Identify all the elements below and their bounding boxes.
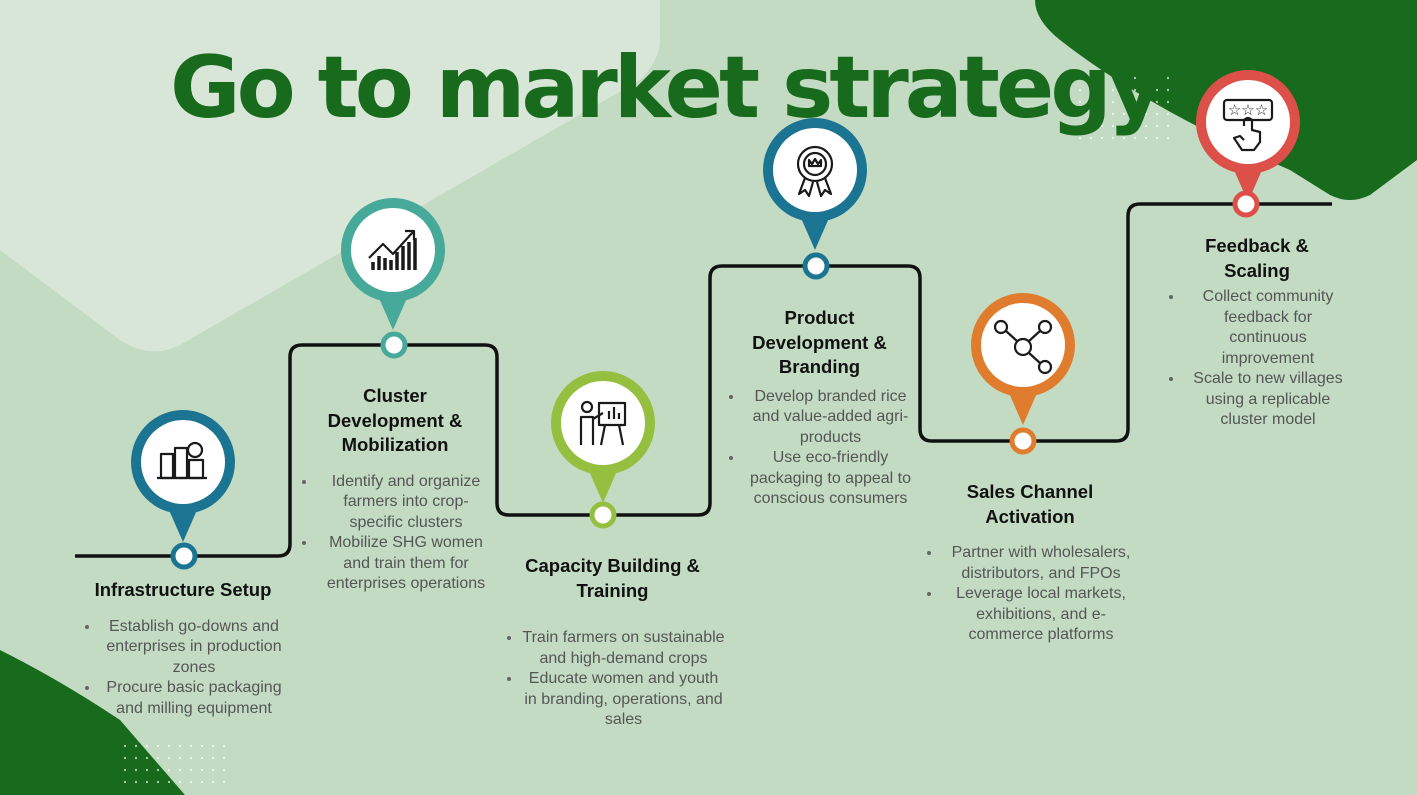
- step-pin-4: [763, 118, 867, 280]
- step-title: Infrastructure Setup: [94, 579, 272, 600]
- step-pin-5: [971, 293, 1075, 455]
- step-pin-1: [131, 410, 235, 570]
- step-bullet: Develop branded rice and value-added agr…: [744, 387, 917, 449]
- step-bullet: Scale to new villages using a replicable…: [1184, 369, 1352, 431]
- timeline-node: [170, 542, 198, 570]
- pin-inner: [141, 420, 225, 504]
- pin-inner: [773, 128, 857, 212]
- step-bullet: Establish go-downs and enterprises in pr…: [100, 617, 288, 679]
- growth-chart-icon: [368, 229, 417, 270]
- pin-pointer: [801, 218, 829, 250]
- pin-pointer: [169, 510, 197, 542]
- step-bullet: Collect community feedback for continuou…: [1184, 287, 1352, 369]
- step-sales-channel: Sales Channel Activation Partner with wh…: [920, 480, 1140, 646]
- corner-shape-bottom-left: [0, 650, 185, 795]
- step-bullet: Procure basic packaging and milling equi…: [100, 678, 288, 719]
- light-panel-shape: [0, 0, 660, 352]
- step-bullet: Train farmers on sustainable and high-de…: [522, 628, 725, 669]
- step-bullet: Mobilize SHG women and train them for en…: [317, 533, 495, 595]
- step-cluster-development: Cluster Development & Mobilization Ident…: [295, 384, 495, 595]
- step-title: Sales Channel Activation: [966, 481, 1094, 527]
- page-title: Go to market strategy: [170, 38, 1164, 138]
- timeline-path: [75, 202, 1332, 558]
- step-product-development: Product Development & Branding Develop b…: [722, 306, 917, 510]
- step-feedback-scaling: Feedback & Scaling Collect community fee…: [1162, 234, 1352, 431]
- step-bullet: Identify and organize farmers into crop-…: [317, 472, 495, 534]
- step-pin-2: [341, 198, 445, 359]
- pin-pointer: [379, 298, 407, 330]
- pin-pointer: [1234, 170, 1262, 202]
- timeline-node: [380, 331, 408, 359]
- step-infrastructure-setup: Infrastructure Setup Establish go-downs …: [78, 578, 288, 719]
- step-title: Product Development & Branding: [752, 307, 887, 377]
- step-pin-3: [551, 371, 655, 529]
- step-title: Cluster Development & Mobilization: [327, 385, 463, 455]
- step-bullet: Partner with wholesalers, distributors, …: [942, 543, 1140, 584]
- pin-pointer: [589, 471, 617, 503]
- pin-inner: [1206, 80, 1290, 164]
- step-title: Feedback & Scaling: [1205, 235, 1309, 281]
- timeline-node: [1009, 427, 1037, 455]
- pin-inner: [351, 208, 435, 292]
- pin-pointer: [1009, 393, 1037, 425]
- star-rating-icon: ☆☆☆: [1222, 98, 1274, 152]
- step-bullet: Educate women and youth in branding, ope…: [522, 669, 725, 731]
- award-badge-icon: [796, 145, 834, 198]
- pin-inner: [561, 381, 645, 465]
- timeline-node: [589, 501, 617, 529]
- timeline-node: [802, 252, 830, 280]
- step-bullet: Leverage local markets, exhibitions, and…: [942, 584, 1140, 646]
- network-people-icon: [993, 319, 1053, 375]
- step-pin-6: ☆☆☆: [1196, 70, 1300, 218]
- step-bullet: Use eco-friendly packaging to appeal to …: [744, 448, 917, 510]
- presentation-trainer-icon: [579, 400, 627, 446]
- timeline-node: [1232, 190, 1260, 218]
- step-title: Capacity Building & Training: [525, 555, 700, 601]
- step-capacity-building: Capacity Building & Training Train farme…: [500, 554, 725, 731]
- dot-pattern: [123, 76, 1170, 784]
- svg-text:☆☆☆: ☆☆☆: [1228, 102, 1268, 119]
- factory-gear-icon: [157, 441, 207, 480]
- pin-inner: [981, 303, 1065, 387]
